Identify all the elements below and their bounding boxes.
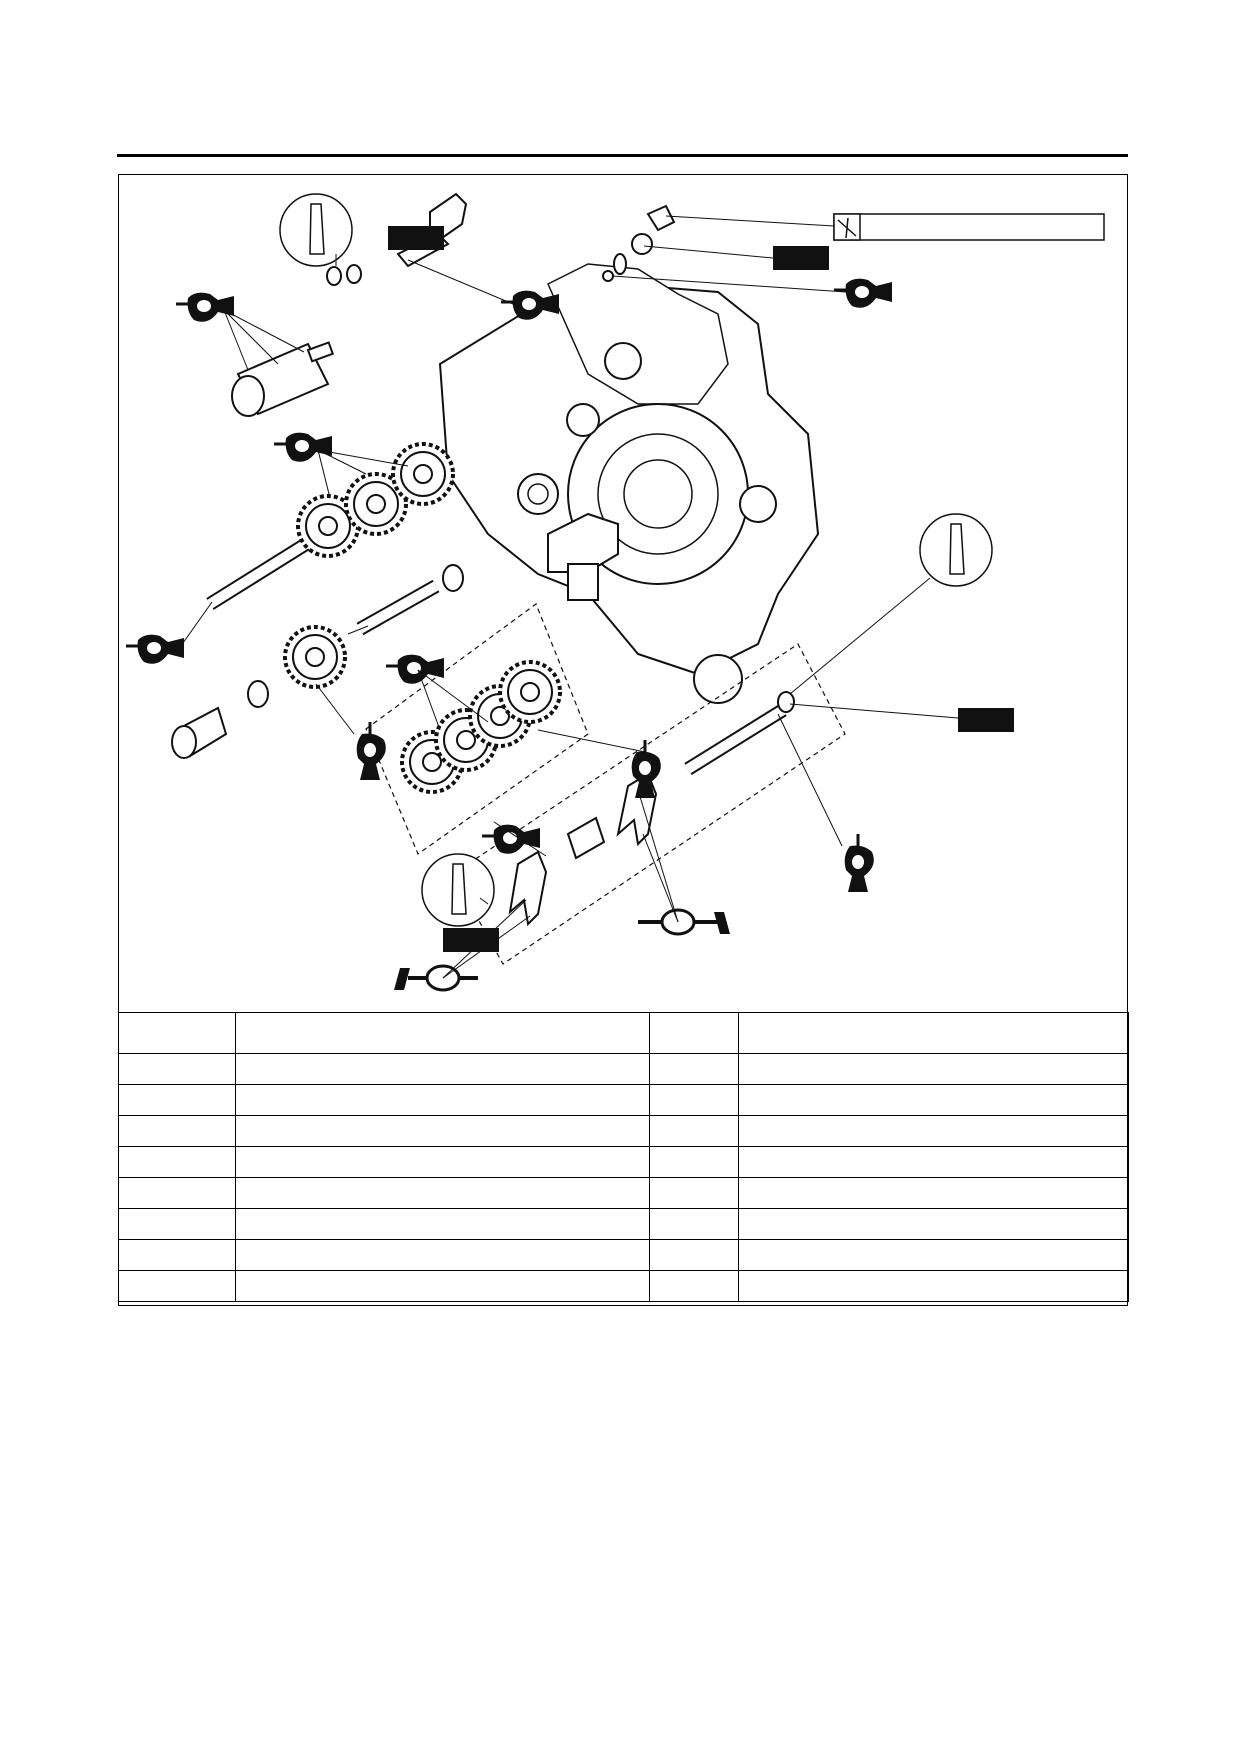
table-row bbox=[118, 1115, 1129, 1147]
table-row bbox=[118, 1208, 1129, 1240]
shift-drum bbox=[231, 341, 335, 417]
table-row bbox=[118, 1177, 1129, 1209]
circlip bbox=[777, 691, 795, 713]
table-cell bbox=[118, 1146, 236, 1178]
table-cell bbox=[649, 1146, 739, 1178]
collar bbox=[171, 706, 228, 759]
table-cell bbox=[738, 1270, 1129, 1302]
washer bbox=[442, 564, 464, 592]
new-part-icon bbox=[773, 246, 829, 270]
table-cell bbox=[738, 1084, 1129, 1116]
table-cell bbox=[235, 1115, 650, 1147]
table-header-cell bbox=[738, 1012, 1129, 1054]
table-cell bbox=[235, 1208, 650, 1240]
table-cell bbox=[235, 1177, 650, 1209]
table-row bbox=[118, 1053, 1129, 1085]
shift-fork-guide-bar-long bbox=[684, 704, 787, 775]
table-cell bbox=[738, 1177, 1129, 1209]
drive-gear bbox=[283, 625, 347, 689]
table-cell bbox=[738, 1146, 1129, 1178]
table-cell bbox=[235, 1270, 650, 1302]
table-cell bbox=[738, 1053, 1129, 1085]
table-cell bbox=[118, 1270, 236, 1302]
table-cell bbox=[118, 1053, 236, 1085]
circlip-detail-icon bbox=[279, 193, 993, 927]
table-cell bbox=[649, 1208, 739, 1240]
table-header-cell bbox=[649, 1012, 739, 1054]
torque-spec-box bbox=[833, 213, 1105, 241]
shift-fork-guide-bar-short bbox=[356, 579, 440, 636]
table-cell bbox=[738, 1208, 1129, 1240]
new-part-icon bbox=[958, 708, 1014, 732]
new-part-icon bbox=[388, 226, 444, 250]
new-part-icon bbox=[443, 928, 499, 952]
table-header-cell bbox=[235, 1012, 650, 1054]
table-cell bbox=[738, 1239, 1129, 1271]
exploded-transmission-diagram bbox=[124, 192, 1105, 992]
parts-table bbox=[118, 1012, 1129, 1302]
table-cell bbox=[649, 1270, 739, 1302]
table-cell bbox=[738, 1115, 1129, 1147]
torque-wrench-icon bbox=[837, 217, 857, 239]
table-cell bbox=[118, 1239, 236, 1271]
table-cell bbox=[118, 1084, 236, 1116]
table-cell bbox=[235, 1053, 650, 1085]
table-cell bbox=[235, 1146, 650, 1178]
table-cell bbox=[649, 1177, 739, 1209]
leader-lines bbox=[177, 215, 959, 979]
table-header-row bbox=[118, 1012, 1129, 1054]
crankcase bbox=[438, 263, 820, 704]
needle-bearing bbox=[247, 680, 269, 708]
shift-forks bbox=[508, 772, 658, 927]
table-row bbox=[118, 1146, 1129, 1178]
table-cell bbox=[649, 1084, 739, 1116]
washer bbox=[346, 264, 362, 284]
drive-axle-gears bbox=[400, 660, 562, 794]
table-cell bbox=[649, 1115, 739, 1147]
table-cell bbox=[649, 1053, 739, 1085]
table-row bbox=[118, 1239, 1129, 1271]
header-rule bbox=[117, 154, 1128, 157]
diagram-frame bbox=[118, 174, 1128, 1306]
table-cell bbox=[118, 1177, 236, 1209]
table-cell bbox=[235, 1239, 650, 1271]
table-cell bbox=[649, 1239, 739, 1271]
table-row bbox=[118, 1084, 1129, 1116]
circlip bbox=[326, 266, 342, 286]
drain-bolt bbox=[602, 204, 676, 282]
table-cell bbox=[235, 1084, 650, 1116]
table-row bbox=[118, 1270, 1129, 1302]
table-cell bbox=[118, 1208, 236, 1240]
table-header-cell bbox=[118, 1012, 236, 1054]
table-cell bbox=[118, 1115, 236, 1147]
main-axle bbox=[206, 442, 455, 610]
